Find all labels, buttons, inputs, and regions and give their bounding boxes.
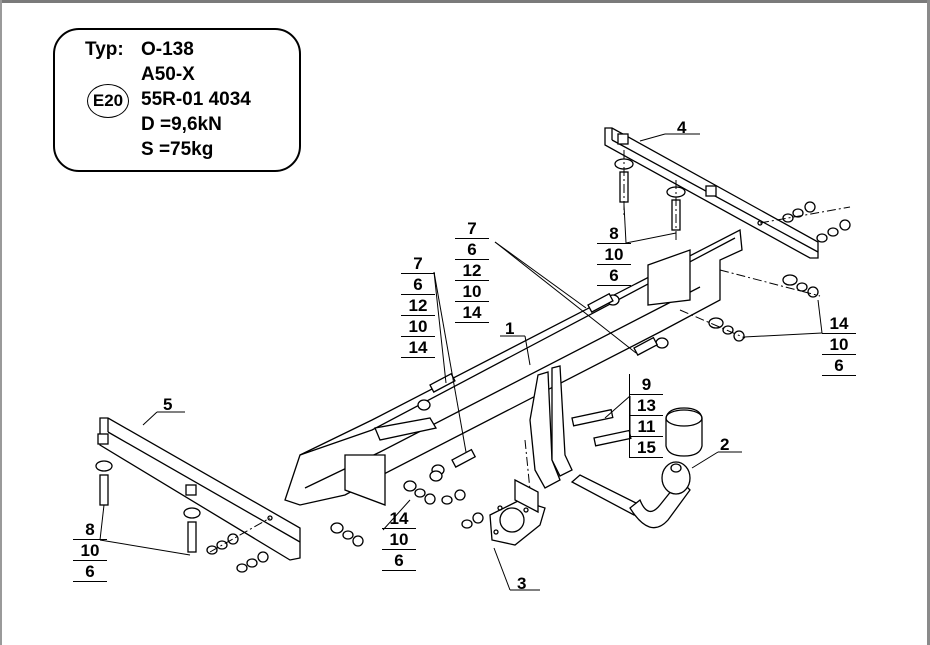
frame-top-edge	[0, 0, 930, 3]
stack-cell: 11	[629, 416, 663, 437]
stack-cell: 7	[401, 253, 435, 274]
stack-cell: 12	[401, 295, 435, 316]
callout-stack-top-right: 8 10 6	[597, 223, 631, 286]
leader-lines	[99, 133, 823, 591]
approval-number: 55R-01 4034	[141, 89, 251, 110]
callout-part-3: 3	[517, 574, 527, 593]
callout-stack-center-left: 7 6 12 10 14	[401, 253, 435, 358]
model-number: O-138	[141, 39, 194, 60]
callout-stack-bottom-mid: 14 10 6	[382, 508, 416, 571]
stack-cell: 12	[455, 260, 489, 281]
stack-cell: 8	[597, 223, 631, 244]
stack-cell: 14	[382, 508, 416, 529]
stack-cell: 14	[455, 302, 489, 323]
ball-mount-bolts	[571, 408, 632, 447]
socket-plate-part-3	[489, 478, 546, 546]
stack-cell: 6	[382, 550, 416, 571]
stack-cell: 10	[455, 281, 489, 302]
stack-cell: 13	[629, 395, 663, 416]
stack-cell: 10	[401, 316, 435, 337]
d-value: D =9,6kN	[141, 114, 222, 135]
stack-cell: 10	[597, 244, 631, 265]
stack-cell: 15	[629, 437, 663, 458]
stack-cell: 6	[455, 239, 489, 260]
variant-number: A50-X	[141, 64, 195, 85]
frame-right-edge	[927, 0, 930, 645]
stack-cell: 9	[629, 374, 663, 395]
bracket-4-nuts	[759, 201, 851, 243]
stack-cell: 6	[822, 355, 856, 376]
bracket-part-5	[97, 417, 301, 561]
callout-stack-right-side: 14 10 6	[822, 313, 856, 376]
callout-stack-center-mid: 7 6 12 10 14	[455, 218, 489, 323]
stack-cell: 10	[822, 334, 856, 355]
e-mark-badge: E20	[87, 84, 129, 118]
type-approval-label: Typ: O-138 A50-X E20 55R-01 4034 D =9,6k…	[53, 28, 301, 172]
crossbar-right-nuts	[679, 269, 821, 342]
callout-stack-bottom-left: 8 10 6	[73, 519, 107, 582]
bracket-part-4	[604, 127, 819, 259]
frame-left-edge	[0, 0, 2, 645]
callout-part-5: 5	[163, 395, 173, 414]
stack-cell: 8	[73, 519, 107, 540]
callout-part-4: 4	[677, 118, 687, 137]
callout-stack-ball-bolts: 9 13 11 15	[629, 374, 663, 458]
type-label: Typ:	[85, 39, 124, 60]
center-mount-plates	[524, 365, 573, 491]
ball-mount-part-2	[570, 407, 703, 529]
stack-cell: 6	[597, 265, 631, 286]
stack-cell: 10	[382, 529, 416, 550]
s-value: S =75kg	[141, 139, 214, 160]
bracket-5-bolts	[95, 460, 271, 573]
callout-part-2: 2	[720, 435, 730, 454]
callout-part-1: 1	[505, 319, 515, 338]
bracket-4-bolts	[614, 150, 686, 240]
stack-cell: 10	[73, 540, 107, 561]
stack-cell: 6	[401, 274, 435, 295]
stack-cell: 6	[73, 561, 107, 582]
stack-cell: 14	[401, 337, 435, 358]
stack-cell: 7	[455, 218, 489, 239]
stack-cell: 14	[822, 313, 856, 334]
center-nuts	[330, 470, 484, 547]
